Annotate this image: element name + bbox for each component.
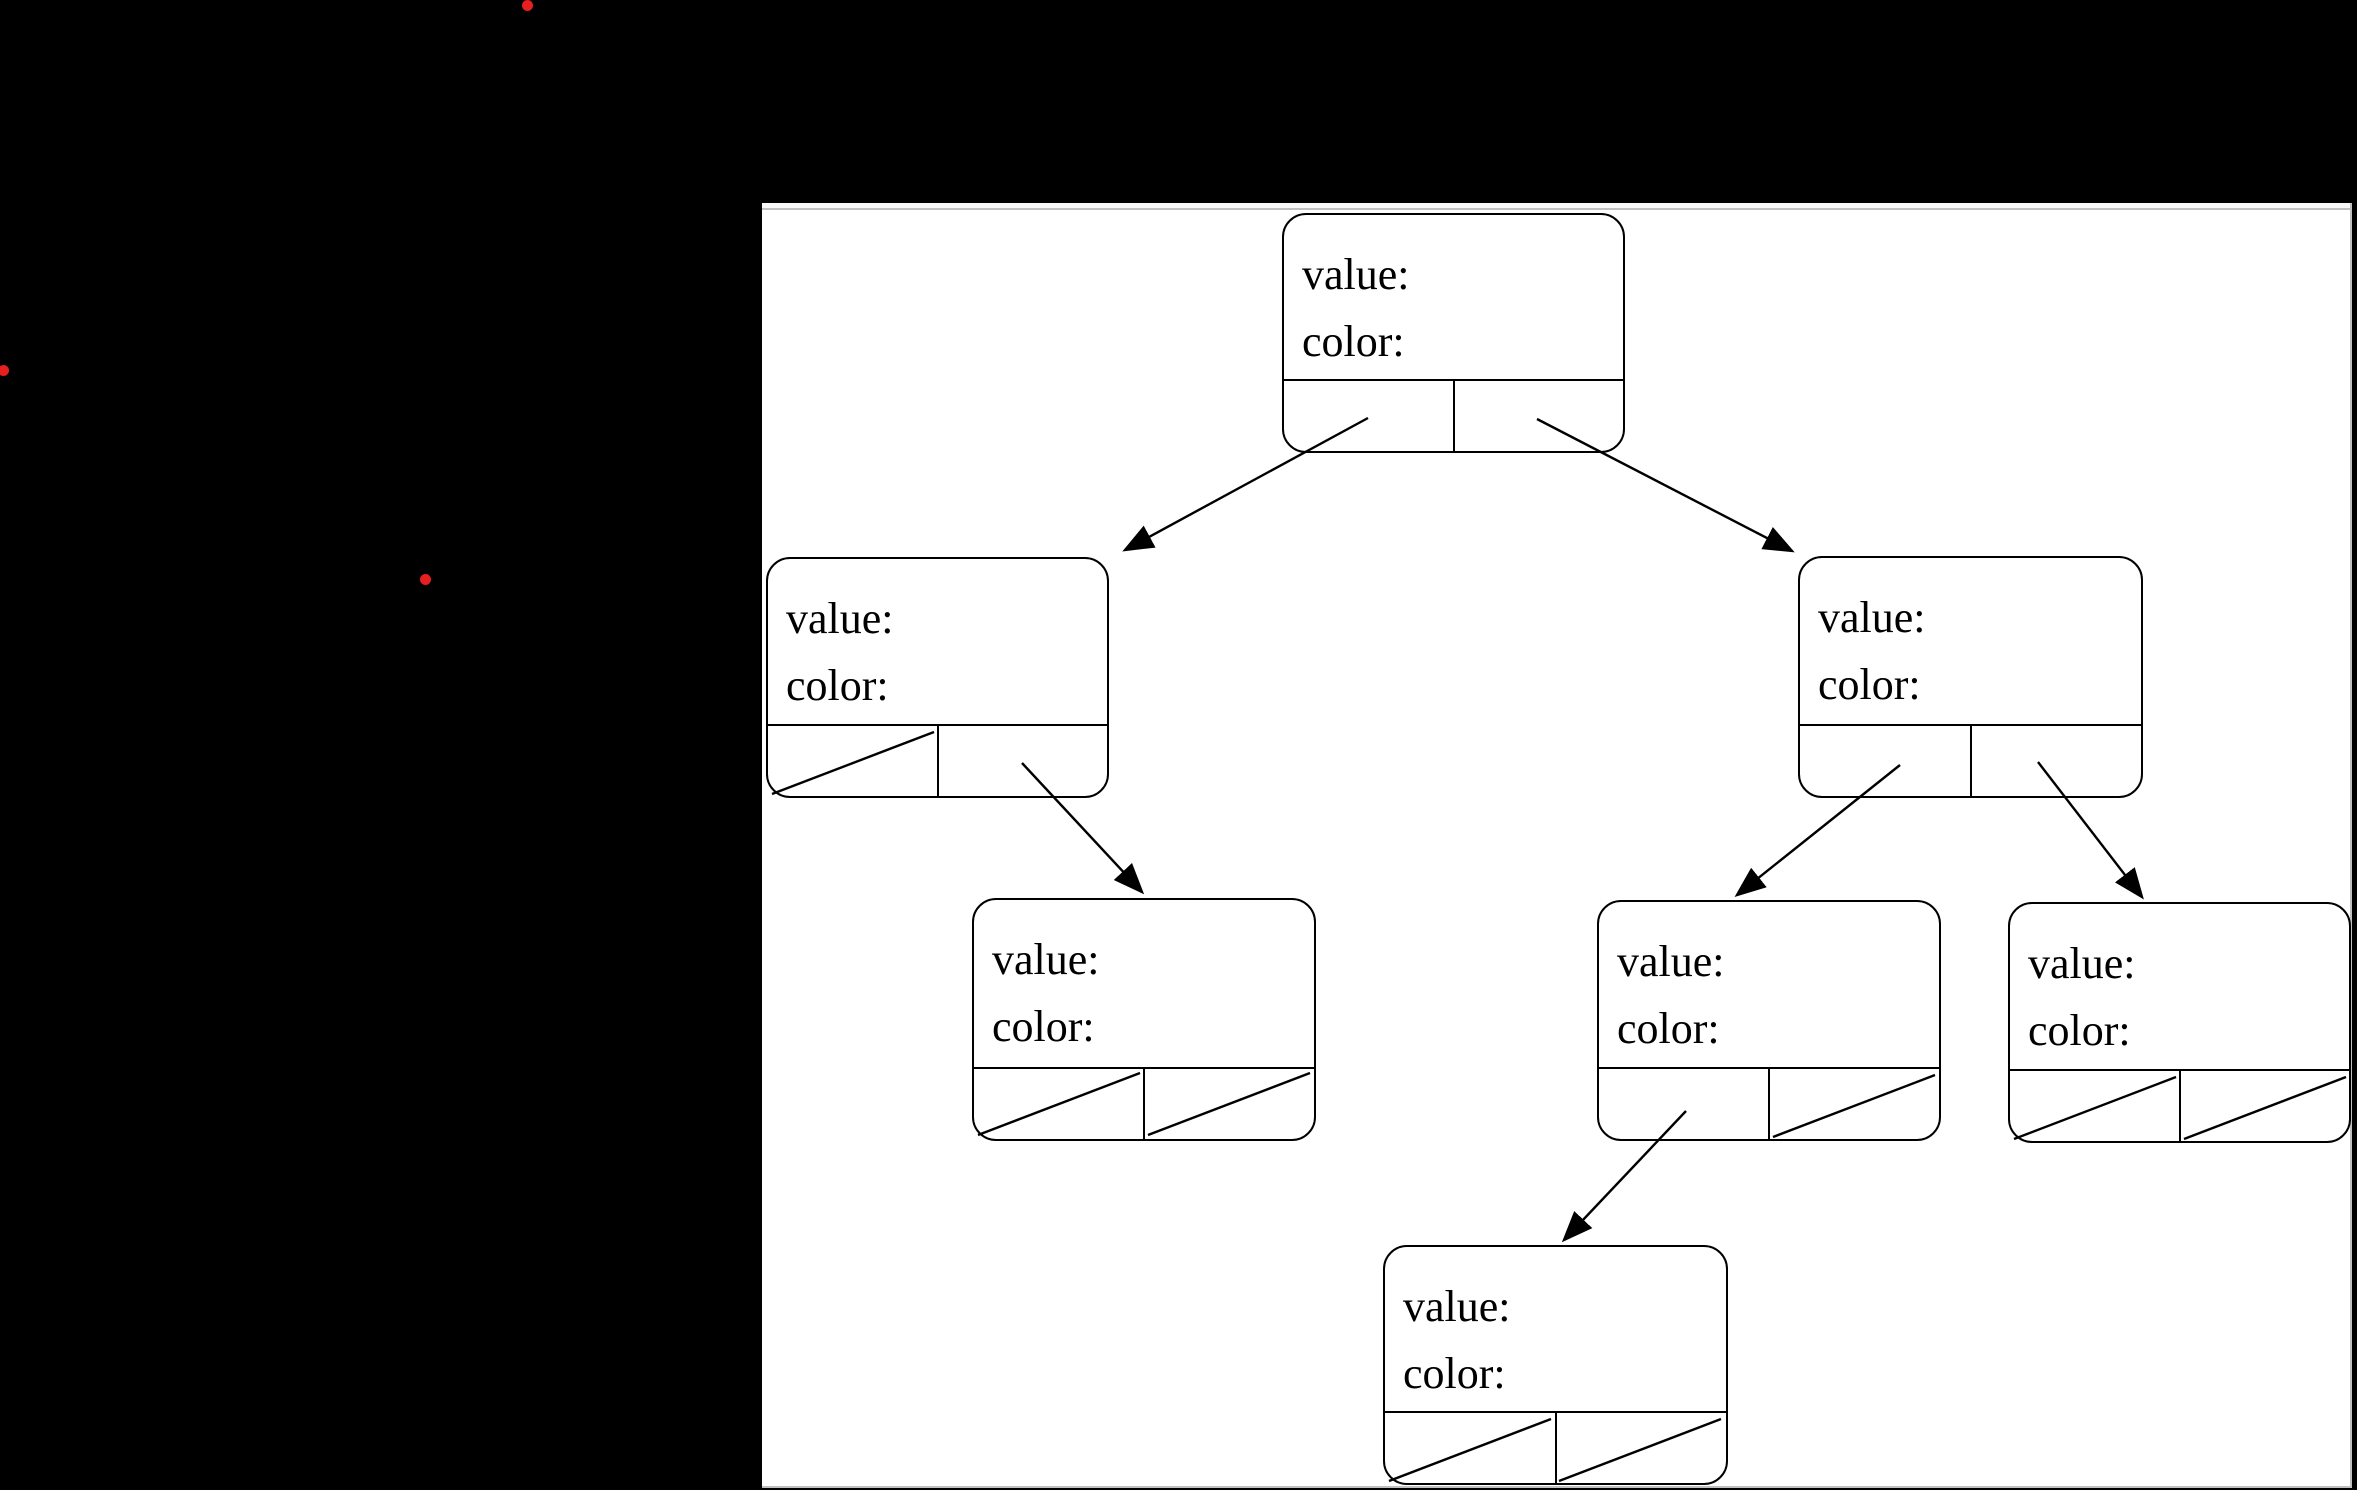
pointer-cells xyxy=(768,724,1107,796)
right-pointer-cell xyxy=(1455,381,1624,451)
left-pointer-cell xyxy=(1599,1069,1770,1139)
right-pointer-cell-null xyxy=(1770,1069,1939,1139)
tree-node-left-right: value: color: xyxy=(972,898,1316,1141)
tree-node-left: value: color: xyxy=(766,557,1109,798)
left-pointer-cell-null xyxy=(974,1069,1145,1139)
left-pointer-cell xyxy=(1284,381,1455,451)
right-pointer-cell xyxy=(939,726,1108,796)
node-fields: value: color: xyxy=(1800,558,2141,718)
node-fields: value: color: xyxy=(1385,1247,1726,1407)
right-pointer-cell-null xyxy=(2181,1071,2350,1141)
pointer-cells xyxy=(2010,1069,2349,1141)
color-field-label: color: xyxy=(992,1002,1095,1051)
tree-node-right-left: value: color: xyxy=(1597,900,1941,1141)
right-pointer-cell xyxy=(1972,726,2142,796)
tree-node-root: value: color: xyxy=(1282,213,1625,453)
red-dot-marker xyxy=(522,0,533,11)
color-field-label: color: xyxy=(1302,317,1405,366)
value-field-label: value: xyxy=(1302,250,1410,299)
left-pointer-cell-null xyxy=(768,726,939,796)
tree-node-right: value: color: xyxy=(1798,556,2143,798)
left-pointer-cell-null xyxy=(1385,1413,1557,1483)
pointer-cells xyxy=(1385,1411,1726,1483)
red-dot-marker xyxy=(420,574,431,585)
node-fields: value: color: xyxy=(2010,904,2349,1064)
color-field-label: color: xyxy=(2028,1006,2131,1055)
value-field-label: value: xyxy=(1617,937,1725,986)
color-field-label: color: xyxy=(1403,1349,1506,1398)
left-pointer-cell-null xyxy=(2010,1071,2181,1141)
panel-top-edge xyxy=(762,203,2350,210)
right-pointer-cell-null xyxy=(1557,1413,1727,1483)
value-field-label: value: xyxy=(1403,1282,1511,1331)
color-field-label: color: xyxy=(786,661,889,710)
node-fields: value: color: xyxy=(768,559,1107,719)
red-dot-marker xyxy=(0,365,9,376)
value-field-label: value: xyxy=(2028,939,2136,988)
pointer-cells xyxy=(1284,379,1623,451)
pointer-cells xyxy=(974,1067,1314,1139)
pointer-cells xyxy=(1599,1067,1939,1139)
value-field-label: value: xyxy=(992,935,1100,984)
node-fields: value: color: xyxy=(1284,215,1623,375)
pointer-cells xyxy=(1800,724,2141,796)
tree-node-right-left-left: value: color: xyxy=(1383,1245,1728,1485)
color-field-label: color: xyxy=(1617,1004,1720,1053)
value-field-label: value: xyxy=(786,594,894,643)
node-fields: value: color: xyxy=(974,900,1314,1060)
right-pointer-cell-null xyxy=(1145,1069,1314,1139)
value-field-label: value: xyxy=(1818,593,1926,642)
left-pointer-cell xyxy=(1800,726,1972,796)
color-field-label: color: xyxy=(1818,660,1921,709)
node-fields: value: color: xyxy=(1599,902,1939,1062)
tree-node-right-right: value: color: xyxy=(2008,902,2351,1143)
